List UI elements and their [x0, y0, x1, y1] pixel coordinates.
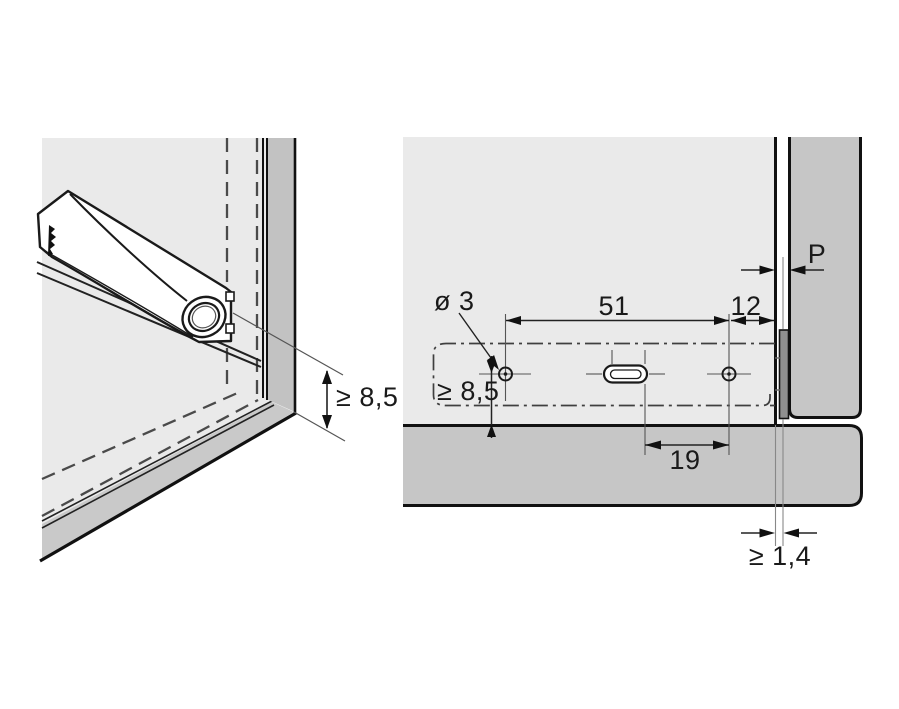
- drill-hole-left: [498, 366, 513, 382]
- left-dim-label-bottom-clearance: ≥ 8,5: [336, 382, 399, 412]
- door-panel: [789, 137, 861, 418]
- dim-label-slot-to-hole: 19: [669, 445, 701, 475]
- side-panel: [403, 137, 774, 425]
- left-phantom-lines: [41, 138, 259, 518]
- strike-plate: [778, 329, 790, 420]
- catch-device: [36, 189, 235, 344]
- dim-12: [731, 316, 774, 325]
- catch-footprint-phantom: [432, 342, 775, 407]
- dim-label-hole-diameter: ø 3: [434, 286, 475, 316]
- dim-1-4: [741, 419, 817, 546]
- dim-19: [645, 440, 729, 450]
- dim-label-hole-spacing: 51: [598, 291, 630, 321]
- dim-label-edge-distance: 12: [730, 291, 762, 321]
- dim-label-min-protrusion: ≥ 1,4: [748, 541, 812, 571]
- left-view-drawing: [36, 138, 346, 563]
- dim-label-gap: P: [807, 239, 827, 269]
- dim-51: [506, 316, 729, 325]
- leader-hole-diameter: [458, 312, 499, 370]
- brand-logo-mark: [48, 225, 56, 256]
- left-bottom-band: [42, 402, 294, 561]
- adjustment-slot: [602, 364, 649, 384]
- right-view-drawing: [403, 137, 863, 546]
- left-dim-8-5: [232, 312, 346, 442]
- dim-label-bottom-clearance: ≥ 8,5: [437, 376, 500, 406]
- drill-hole-right: [721, 366, 737, 382]
- bottom-panel: [403, 425, 862, 506]
- dim-P: [741, 257, 824, 329]
- crosshair-lines: [479, 314, 751, 455]
- catch-roller: [181, 295, 227, 339]
- left-edge-strip: [266, 138, 295, 412]
